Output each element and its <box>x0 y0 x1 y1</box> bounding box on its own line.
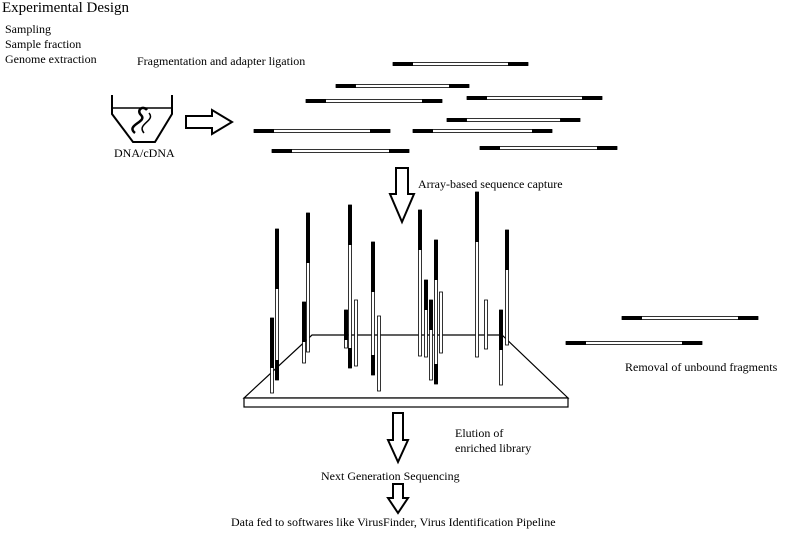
probe <box>377 315 381 392</box>
arrow-down-icon <box>388 167 416 225</box>
probe <box>348 204 352 369</box>
probe <box>270 317 274 394</box>
probe <box>429 299 433 381</box>
probe <box>354 299 358 367</box>
elution-label-line1: Elution of <box>455 426 504 440</box>
dna-fragment <box>335 84 470 88</box>
dna-fragment <box>271 149 410 153</box>
steps-list: Sampling Sample fraction Genome extracti… <box>5 22 97 67</box>
elution-label-line2: enriched library <box>455 441 532 455</box>
dna-fragment <box>446 118 581 122</box>
dna-fragment <box>621 316 759 320</box>
step-sample-fraction: Sample fraction <box>5 37 82 51</box>
dna-label: DNA/cDNA <box>114 146 175 160</box>
probe <box>275 228 279 381</box>
dna-fragment <box>392 62 529 66</box>
probe <box>424 279 428 358</box>
probe <box>306 212 310 353</box>
data-label: Data fed to softwares like VirusFinder, … <box>231 515 556 529</box>
dna-fragment <box>305 99 443 103</box>
tube-icon <box>111 95 173 143</box>
probe <box>439 291 443 354</box>
probe <box>484 299 488 350</box>
probe <box>344 309 348 349</box>
arrow-right-icon <box>185 108 234 136</box>
probe <box>499 309 503 386</box>
probe <box>434 239 438 385</box>
unbound-fragments <box>565 316 759 345</box>
probe <box>475 191 479 358</box>
elution-label: Elution of enriched library <box>455 426 545 456</box>
dna-fragment <box>253 129 391 133</box>
removal-label: Removal of unbound fragments <box>625 360 778 374</box>
dna-fragment <box>479 146 618 150</box>
dna-fragments <box>253 62 618 153</box>
diagram-title: Experimental Design <box>2 0 130 16</box>
step-sampling: Sampling <box>5 22 52 36</box>
arrow-down-icon <box>386 412 410 465</box>
probe <box>418 209 422 357</box>
dna-fragment <box>466 96 603 100</box>
probe <box>505 229 509 346</box>
probe <box>371 241 375 376</box>
array-platform <box>242 334 570 408</box>
arrow-down-icon <box>386 483 410 515</box>
dna-fragment <box>565 341 703 345</box>
probe <box>302 301 306 364</box>
fragmentation-label: Fragmentation and adapter ligation <box>137 54 306 68</box>
dna-fragment <box>412 129 553 133</box>
capture-probes <box>270 191 509 394</box>
ngs-label: Next Generation Sequencing <box>321 469 460 483</box>
array-capture-label: Array-based sequence capture <box>418 177 563 191</box>
step-genome-extraction: Genome extraction <box>5 52 97 66</box>
